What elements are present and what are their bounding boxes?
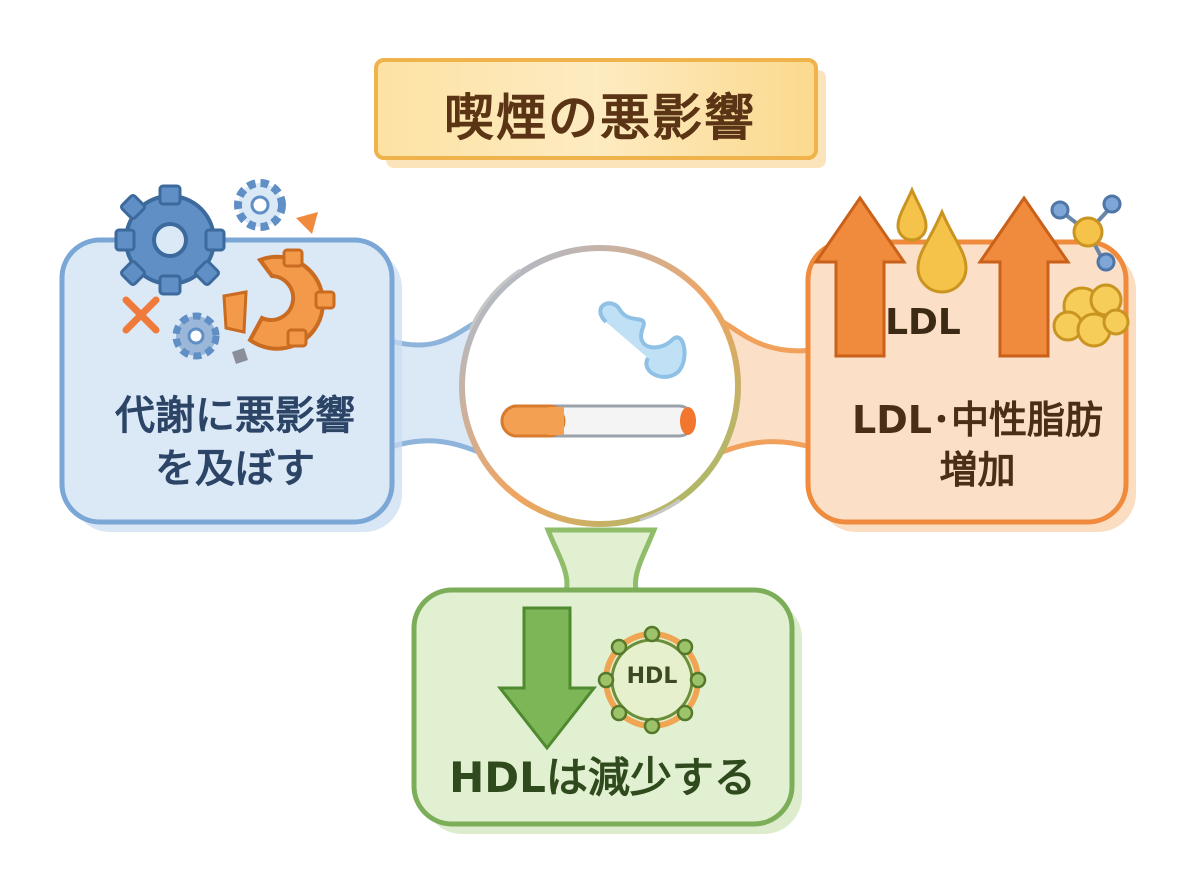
ldl-tag: LDL [885, 302, 961, 343]
ldl-text: LDL･中性脂肪 増加 [852, 398, 1103, 493]
metabolism-label: 代謝に悪影響 を及ぼす [70, 390, 400, 496]
arrow-up-icon [977, 195, 1071, 358]
hdl-text: HDLは減少する [449, 753, 756, 802]
x-mark-icon [122, 296, 160, 334]
arrow-down-icon [496, 606, 598, 751]
center-circle [459, 245, 741, 527]
hdl-tag: HDL [626, 664, 678, 689]
gear-icon [114, 184, 226, 296]
hdl-particle-icon [597, 625, 707, 735]
oil-drop-icon [896, 186, 968, 294]
fat-cluster-icon [1052, 283, 1130, 348]
ldl-label: LDL･中性脂肪 増加 [820, 395, 1135, 495]
title-banner-shape [374, 58, 826, 168]
broken-gear-icon [222, 212, 336, 364]
small-gear-icon [234, 179, 286, 231]
hdl-label: HDLは減少する [420, 750, 785, 805]
metabolism-text: 代謝に悪影響 を及ぼす [115, 393, 355, 492]
molecule-icon [1050, 194, 1122, 272]
title-banner: 喫煙の悪影響 [378, 60, 822, 168]
arrow-up-icon [813, 195, 907, 358]
small-gear-icon [172, 312, 220, 360]
cigarette-icon [500, 301, 696, 438]
page-title: 喫煙の悪影響 [444, 89, 756, 147]
